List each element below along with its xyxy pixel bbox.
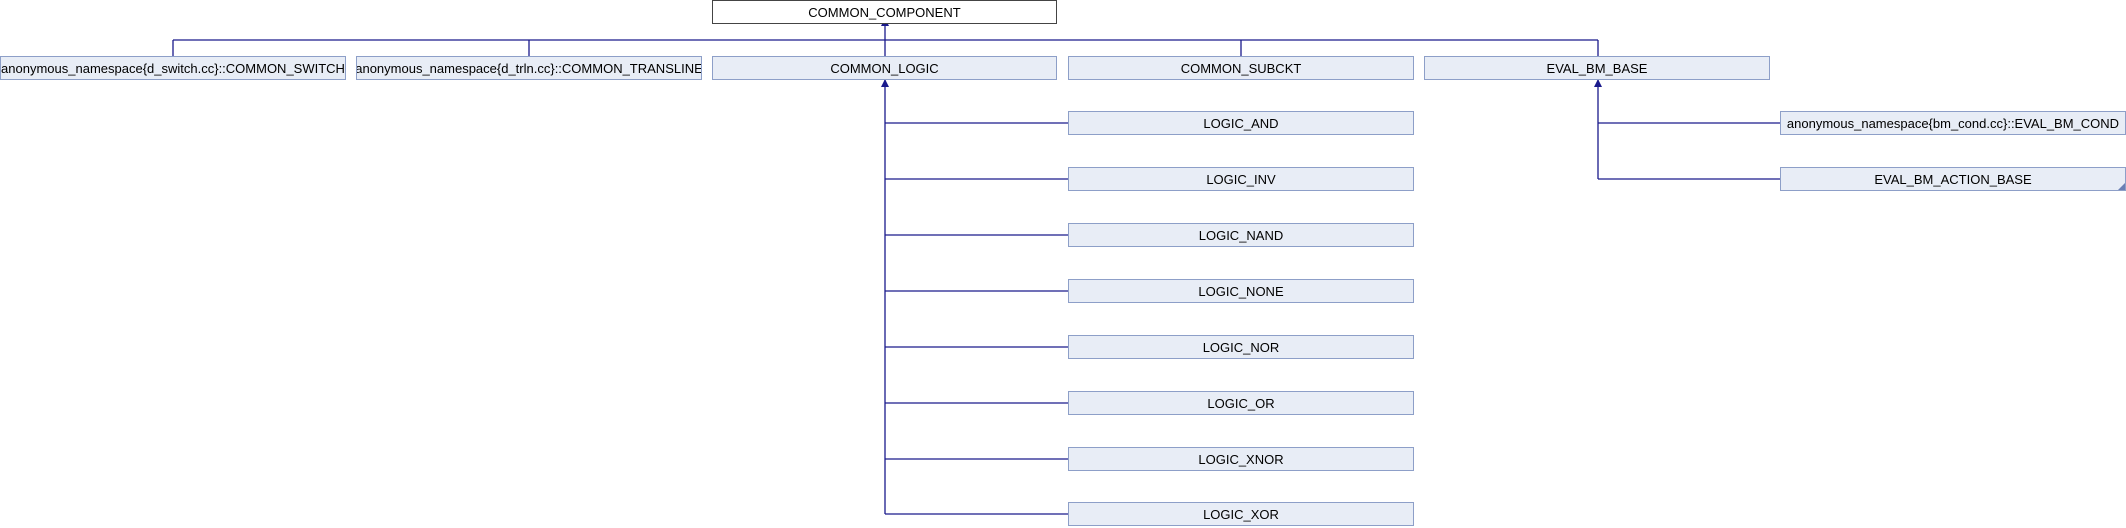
eval-bm-cond-label: anonymous_namespace{bm_cond.cc}::EVAL_BM…	[1786, 115, 2120, 131]
eval-bm-base-label: EVAL_BM_BASE	[1546, 60, 1648, 76]
logic-xor-node[interactable]: LOGIC_XOR	[1068, 502, 1414, 526]
logic-and-label: LOGIC_AND	[1203, 115, 1279, 131]
eval-bm-action-base-label: EVAL_BM_ACTION_BASE	[1874, 171, 2032, 187]
logic-or-label: LOGIC_OR	[1207, 395, 1275, 411]
logic-xnor-node[interactable]: LOGIC_XNOR	[1068, 447, 1414, 471]
common-logic-label: COMMON_LOGIC	[830, 60, 939, 76]
logic-xnor-label: LOGIC_XNOR	[1198, 451, 1284, 467]
eval-bm-cond-node[interactable]: anonymous_namespace{bm_cond.cc}::EVAL_BM…	[1780, 111, 2126, 135]
logic-or-node[interactable]: LOGIC_OR	[1068, 391, 1414, 415]
eval-bm-base-node[interactable]: EVAL_BM_BASE	[1424, 56, 1770, 80]
common-component-label: COMMON_COMPONENT	[808, 4, 961, 20]
common-subckt-node[interactable]: COMMON_SUBCKT	[1068, 56, 1414, 80]
common-subckt-label: COMMON_SUBCKT	[1180, 60, 1302, 76]
logic-xor-label: LOGIC_XOR	[1203, 506, 1279, 522]
logic-inv-label: LOGIC_INV	[1206, 171, 1276, 187]
common-transline-label: anonymous_namespace{d_trln.cc}::COMMON_T…	[356, 60, 702, 76]
logic-none-node[interactable]: LOGIC_NONE	[1068, 279, 1414, 303]
logic-and-node[interactable]: LOGIC_AND	[1068, 111, 1414, 135]
common-switch-label: anonymous_namespace{d_switch.cc}::COMMON…	[1, 60, 345, 76]
more-subclasses-corner-icon	[2118, 183, 2125, 190]
logic-nand-label: LOGIC_NAND	[1198, 227, 1284, 243]
common-transline-node[interactable]: anonymous_namespace{d_trln.cc}::COMMON_T…	[356, 56, 702, 80]
logic-nor-node[interactable]: LOGIC_NOR	[1068, 335, 1414, 359]
logic-none-label: LOGIC_NONE	[1198, 283, 1284, 299]
common-logic-node[interactable]: COMMON_LOGIC	[712, 56, 1057, 80]
common-switch-node[interactable]: anonymous_namespace{d_switch.cc}::COMMON…	[0, 56, 346, 80]
common-component-node: COMMON_COMPONENT	[712, 0, 1057, 24]
logic-nor-label: LOGIC_NOR	[1202, 339, 1280, 355]
eval-bm-action-base-node[interactable]: EVAL_BM_ACTION_BASE	[1780, 167, 2126, 191]
logic-inv-node[interactable]: LOGIC_INV	[1068, 167, 1414, 191]
logic-nand-node[interactable]: LOGIC_NAND	[1068, 223, 1414, 247]
